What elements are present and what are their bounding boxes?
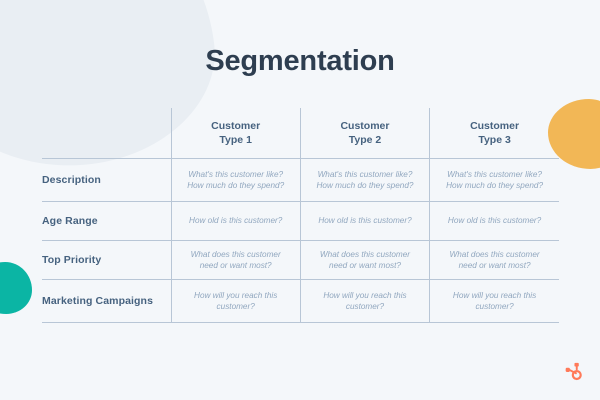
prompt-line: How will you reach this	[452, 290, 537, 300]
table-row-top-priority: Top Priority What does this customer nee…	[42, 240, 559, 280]
cell-age-range-type-2[interactable]: How old is this customer?	[299, 201, 430, 241]
prompt-line: How will you reach this	[323, 290, 407, 300]
row-label-marketing-campaigns: Marketing Campaigns	[42, 279, 172, 323]
table-header-row: Customer Type 1 Customer Type 2 Customer…	[42, 108, 559, 159]
table-row-age-range: Age Range How old is this customer? How …	[42, 201, 559, 241]
prompt-line: What's this customer like?	[447, 169, 542, 179]
column-header-line2: Type 2	[348, 134, 382, 146]
prompt-line: What does this customer	[190, 249, 281, 259]
hubspot-sprocket-icon	[565, 362, 582, 381]
column-header-line1: Customer	[470, 120, 520, 132]
row-label-description: Description	[42, 158, 172, 202]
prompt-line: How will you reach this	[194, 290, 278, 300]
prompt-line: customer?	[345, 302, 385, 311]
column-header-customer-type-2: Customer Type 2	[299, 108, 430, 159]
cell-top-priority-type-3[interactable]: What does this customer need or want mos…	[429, 240, 559, 280]
column-header-line2: Type 1	[219, 134, 252, 146]
prompt-line: need or want most?	[458, 261, 531, 270]
table-row-marketing-campaigns: Marketing Campaigns How will you reach t…	[42, 279, 559, 323]
cell-age-range-type-3[interactable]: How old is this customer?	[429, 201, 559, 241]
table-row-description: Description What's this customer like? H…	[42, 158, 559, 202]
column-header-line1: Customer	[340, 120, 390, 132]
prompt-line: How old is this customer?	[447, 216, 542, 226]
page-title: Segmentation	[205, 45, 395, 77]
column-header-customer-type-3: Customer Type 3	[429, 108, 559, 159]
cell-description-type-1[interactable]: What's this customer like? How much do t…	[170, 158, 301, 202]
cell-top-priority-type-2[interactable]: What does this customer need or want mos…	[299, 240, 430, 280]
cell-marketing-campaigns-type-2[interactable]: How will you reach this customer?	[299, 279, 430, 323]
prompt-line: How much do they spend?	[316, 181, 414, 190]
prompt-line: customer?	[475, 302, 514, 311]
prompt-line: need or want most?	[199, 261, 272, 270]
prompt-line: What's this customer like?	[317, 169, 413, 179]
cell-marketing-campaigns-type-3[interactable]: How will you reach this customer?	[429, 279, 559, 323]
cell-age-range-type-1[interactable]: How old is this customer?	[170, 201, 301, 241]
prompt-line: customer?	[216, 302, 255, 311]
row-label-age-range: Age Range	[42, 201, 172, 241]
prompt-line: What does this customer	[449, 249, 540, 259]
prompt-line: What's this customer like?	[188, 169, 284, 179]
column-header-line2: Type 3	[478, 134, 511, 146]
table-corner-cell	[42, 108, 172, 159]
row-label-top-priority: Top Priority	[42, 240, 172, 280]
prompt-line: How old is this customer?	[189, 216, 283, 226]
cell-description-type-3[interactable]: What's this customer like? How much do t…	[429, 158, 559, 202]
prompt-line: How old is this customer?	[318, 216, 412, 226]
prompt-line: How much do they spend?	[446, 181, 544, 190]
decorative-blob-teal-left	[0, 262, 32, 314]
segmentation-table: Customer Type 1 Customer Type 2 Customer…	[42, 108, 559, 323]
cell-marketing-campaigns-type-1[interactable]: How will you reach this customer?	[170, 279, 301, 323]
cell-top-priority-type-1[interactable]: What does this customer need or want mos…	[170, 240, 301, 280]
column-header-customer-type-1: Customer Type 1	[170, 108, 301, 159]
prompt-line: What does this customer	[319, 249, 411, 259]
column-header-line1: Customer	[211, 120, 261, 132]
prompt-line: need or want most?	[329, 261, 401, 270]
prompt-line: How much do they spend?	[187, 181, 285, 190]
cell-description-type-2[interactable]: What's this customer like? How much do t…	[299, 158, 430, 202]
